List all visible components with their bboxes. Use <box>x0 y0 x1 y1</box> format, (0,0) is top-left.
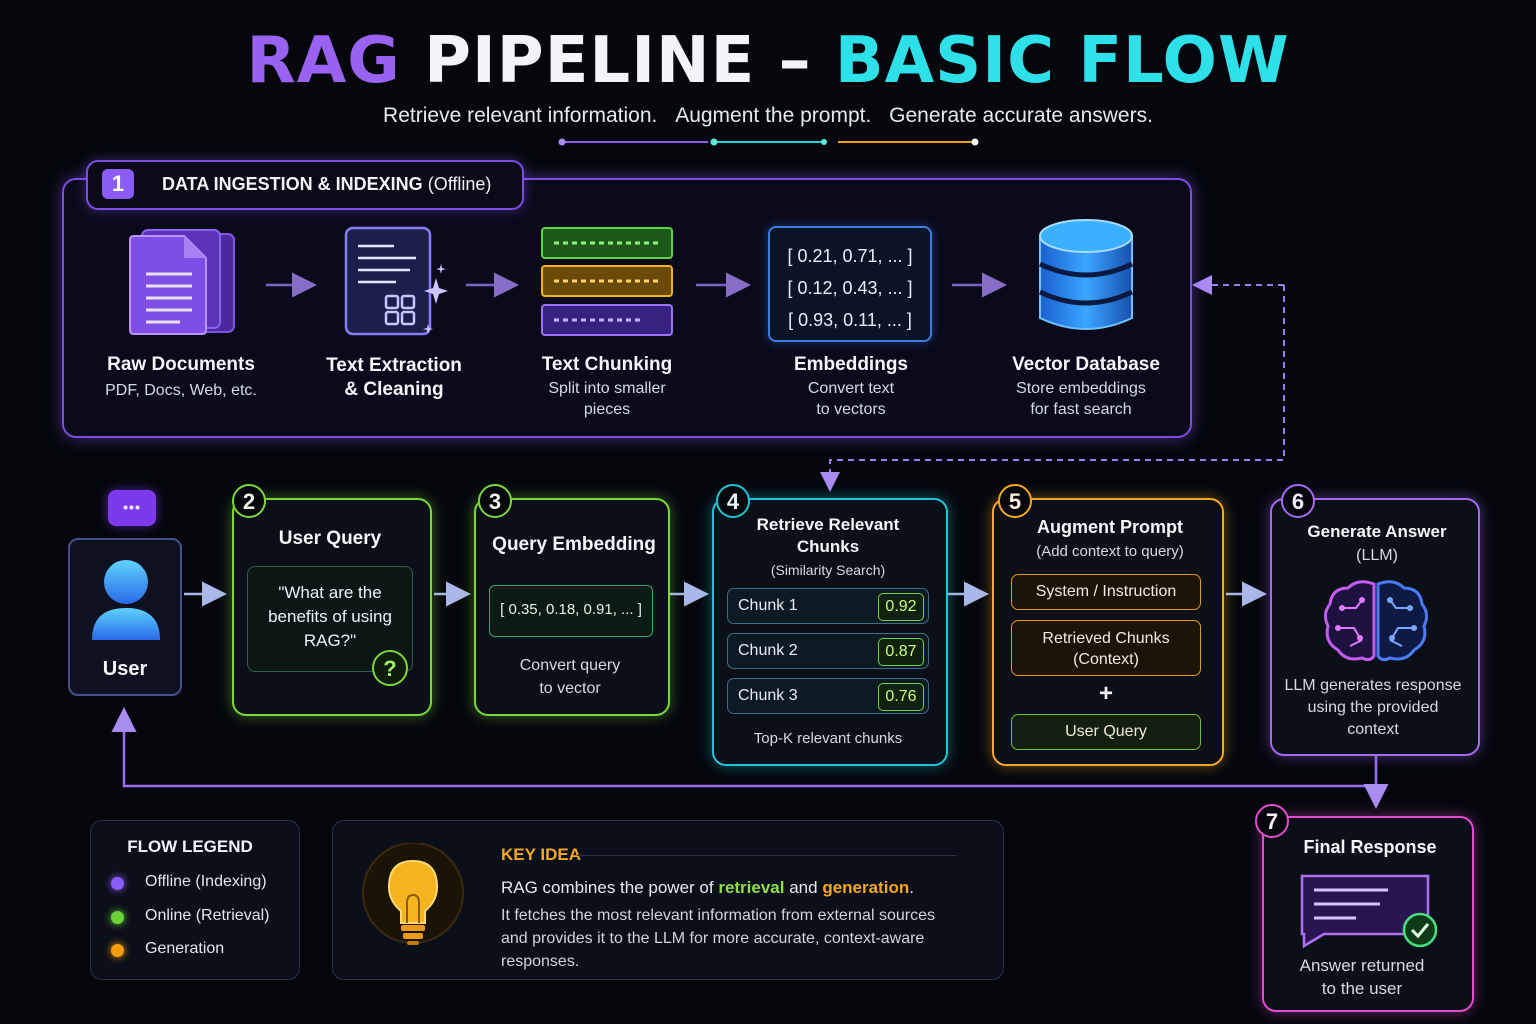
chunk-row-3: Chunk 3 0.76 <box>727 678 929 714</box>
embedding-vector-3: [ 0.93, 0.11, ... ] <box>788 310 912 330</box>
subtitle-divider <box>558 138 979 146</box>
response-loop-arrow <box>111 707 1378 788</box>
ingestion-title-suffix: (Offline) <box>427 174 492 194</box>
page-subtitle: Retrieve relevant information. Augment t… <box>0 104 1536 128</box>
embeddings-vector-box: [ 0.21, 0.71, ... ] [ 0.12, 0.43, ... ] … <box>768 226 932 342</box>
generate-desc: LLM generates response using the provide… <box>1284 677 1462 738</box>
chunk-row-2: Chunk 2 0.87 <box>727 633 929 669</box>
key-idea-title: KEY IDEA <box>501 845 581 864</box>
brain-icon <box>1323 580 1429 662</box>
final-response-desc: Answer returned to the user <box>1299 956 1425 998</box>
user-card[interactable]: User <box>68 538 182 696</box>
text-extraction-label: Text Extraction & Cleaning <box>326 355 462 400</box>
user-query-bubble: "What are the benefits of using RAG?" <box>247 566 413 672</box>
chunk-1-score: 0.92 <box>878 593 924 621</box>
legend-dot-offline <box>111 877 124 890</box>
retrieve-subtitle: (Similarity Search) <box>770 562 886 578</box>
embeddings-desc: Convert text to vectors <box>807 380 895 418</box>
chunk-3-score: 0.76 <box>878 683 924 711</box>
legend-dot-generation <box>111 944 124 957</box>
legend-title: FLOW LEGEND <box>127 837 253 856</box>
text-extraction-icon <box>344 226 448 336</box>
legend-label-offline: Offline (Indexing) <box>145 873 267 890</box>
title-rag: RAG <box>246 24 401 98</box>
title-basic-flow: BASIC FLOW <box>834 24 1290 98</box>
query-embedding-title: Query Embedding <box>492 534 656 555</box>
flow-legend: FLOW LEGEND Offline (Indexing) Online (R… <box>90 820 300 980</box>
key-idea-divider <box>577 855 957 856</box>
legend-label-generation: Generation <box>145 940 225 957</box>
key-idea-line1-post: . <box>909 878 914 897</box>
text-chunking-desc: Split into smaller pieces <box>548 380 666 418</box>
user-query-title: User Query <box>278 528 382 549</box>
chunk-row-1: Chunk 1 0.92 <box>727 588 929 624</box>
ingestion-title-text: DATA INGESTION & INDEXING <box>162 174 423 194</box>
vector-database-desc: Store embeddings for fast search <box>1016 380 1146 418</box>
stage-3-number: 3 <box>478 484 512 518</box>
vector-database-label: Vector Database <box>1012 354 1160 375</box>
ingestion-header: 1 DATA INGESTION & INDEXING (Offline) <box>86 160 524 210</box>
embeddings-label: Embeddings <box>793 354 908 375</box>
user-query-text: "What are the benefits of using RAG?" <box>268 583 392 650</box>
retrieve-footer: Top-K relevant chunks <box>753 730 903 747</box>
stage-6-number: 6 <box>1281 484 1315 518</box>
subtitle-augment: Augment the prompt. <box>675 104 872 127</box>
generate-title: Generate Answer <box>1307 522 1447 541</box>
key-idea-line1-pre: RAG combines the power of <box>501 878 719 897</box>
stage-2-number: 2 <box>232 484 266 518</box>
key-idea-line1: RAG combines the power of retrieval and … <box>501 878 914 898</box>
documents-icon <box>129 229 235 335</box>
chunk-3-label: Chunk 3 <box>738 687 798 704</box>
augment-plus-sign: + <box>1098 680 1113 707</box>
embedding-vector-1: [ 0.21, 0.71, ... ] <box>787 246 913 266</box>
ingestion-number: 1 <box>102 169 134 199</box>
chunk-1-label: Chunk 1 <box>738 597 798 614</box>
raw-documents-desc: PDF, Docs, Web, etc. <box>105 382 257 399</box>
augment-subtitle: (Add context to query) <box>1036 543 1184 560</box>
key-idea-generation: generation <box>822 878 910 897</box>
generate-subtitle: (LLM) <box>1356 547 1398 564</box>
raw-documents-label: Raw Documents <box>107 354 255 375</box>
query-embedding-desc: Convert query to vector <box>519 657 621 697</box>
stage-7-number: 7 <box>1255 804 1289 838</box>
response-message-icon <box>1300 874 1438 949</box>
question-icon: ? <box>372 650 408 686</box>
subtitle-generate: Generate accurate answers. <box>889 104 1153 127</box>
text-chunking-label: Text Chunking <box>541 354 673 375</box>
key-idea-body: It fetches the most relevant information… <box>501 907 935 970</box>
augment-user-query: User Query <box>1011 714 1201 750</box>
ingestion-title: DATA INGESTION & INDEXING (Offline) <box>162 174 491 195</box>
chat-bubble-icon: ••• <box>108 490 156 526</box>
lightbulb-icon <box>362 843 464 945</box>
embedding-vector-2: [ 0.12, 0.43, ... ] <box>787 278 913 298</box>
query-vector-text: [ 0.35, 0.18, 0.91, ... ] <box>500 601 642 618</box>
stage-4-number: 4 <box>716 484 750 518</box>
vector-db-connector <box>820 285 1285 492</box>
page-title: RAG PIPELINE – BASIC FLOW <box>0 24 1536 98</box>
key-idea-panel: KEY IDEA RAG combines the power of retri… <box>332 820 1004 980</box>
key-idea-line1-mid: and <box>784 878 823 897</box>
query-vector-box: [ 0.35, 0.18, 0.91, ... ] <box>489 585 653 637</box>
user-icon <box>92 560 160 640</box>
stage-5-number: 5 <box>998 484 1032 518</box>
title-pipeline: PIPELINE – <box>424 24 812 98</box>
stage-retrieve-chunks <box>712 498 948 766</box>
final-response-title: Final Response <box>1303 837 1437 857</box>
legend-dot-online <box>111 911 124 924</box>
user-label: User <box>102 658 148 680</box>
augment-retrieved-chunks: Retrieved Chunks (Context) <box>1011 620 1201 676</box>
text-chunks-icon <box>541 227 673 336</box>
chunk-2-score: 0.87 <box>878 638 924 666</box>
augment-title: Augment Prompt <box>1037 517 1183 537</box>
legend-label-online: Online (Retrieval) <box>145 907 270 924</box>
augment-system-instruction: System / Instruction <box>1011 574 1201 610</box>
database-icon <box>1038 219 1134 330</box>
key-idea-retrieval: retrieval <box>718 878 785 897</box>
chunk-2-label: Chunk 2 <box>738 642 798 659</box>
subtitle-retrieve: Retrieve relevant information. <box>383 104 658 127</box>
retrieve-title: Retrieve Relevant Chunks <box>756 515 900 556</box>
